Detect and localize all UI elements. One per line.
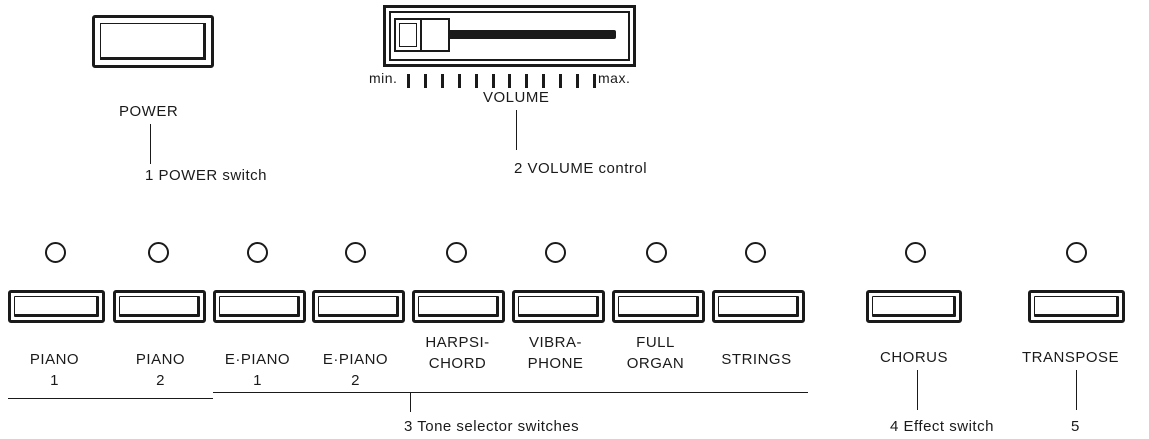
transpose-callout: 5 bbox=[1071, 418, 1080, 435]
tone-label-harpsichord: HARPSI-CHORD bbox=[425, 334, 490, 372]
volume-slider[interactable] bbox=[383, 5, 636, 67]
volume-scale-tick bbox=[407, 74, 410, 88]
led-epiano-1 bbox=[247, 242, 268, 263]
volume-callout: 2 VOLUME control bbox=[514, 160, 648, 177]
volume-max-label: max. bbox=[598, 70, 631, 86]
led-piano-1 bbox=[45, 242, 66, 263]
volume-scale-tick bbox=[593, 74, 596, 88]
transpose-button[interactable] bbox=[1028, 290, 1125, 323]
power-label: POWER bbox=[119, 103, 179, 120]
volume-slider-housing bbox=[389, 11, 630, 61]
tone-button-epiano-2[interactable] bbox=[312, 290, 405, 323]
volume-scale-tick bbox=[576, 74, 580, 88]
volume-scale-tick bbox=[491, 74, 495, 88]
tone-leader-line bbox=[410, 392, 411, 412]
chorus-label: CHORUS bbox=[880, 349, 949, 366]
tone-button-strings[interactable] bbox=[712, 290, 805, 323]
volume-slider-track bbox=[398, 30, 616, 39]
led-vibraphone bbox=[545, 242, 566, 263]
transpose-leader-line bbox=[1076, 370, 1077, 410]
tone-button-piano-2[interactable] bbox=[113, 290, 206, 323]
power-button[interactable] bbox=[92, 15, 214, 68]
led-full-organ bbox=[646, 242, 667, 263]
tone-callout: 3 Tone selector switches bbox=[404, 418, 580, 435]
volume-leader-line bbox=[516, 110, 517, 150]
effect-callout: 4 Effect switch bbox=[890, 418, 994, 435]
volume-scale-tick bbox=[423, 74, 427, 88]
tone-button-harpsichord[interactable] bbox=[412, 290, 505, 323]
led-chorus bbox=[905, 242, 926, 263]
led-transpose bbox=[1066, 242, 1087, 263]
tone-button-vibraphone[interactable] bbox=[512, 290, 605, 323]
volume-scale-tick bbox=[508, 74, 512, 88]
led-piano-2 bbox=[148, 242, 169, 263]
tone-bracket-line-left bbox=[8, 398, 213, 399]
volume-scale-tick bbox=[474, 74, 478, 88]
tone-button-epiano-1[interactable] bbox=[213, 290, 306, 323]
volume-scale-tick bbox=[525, 74, 529, 88]
led-strings bbox=[745, 242, 766, 263]
volume-min-label: min. bbox=[369, 70, 398, 86]
volume-scale-tick bbox=[457, 74, 461, 88]
tone-label-strings: STRINGS bbox=[721, 351, 792, 368]
volume-slider-knob[interactable] bbox=[394, 18, 450, 52]
power-button-inner bbox=[100, 23, 206, 60]
tone-button-piano-1[interactable] bbox=[8, 290, 105, 323]
volume-scale-tick bbox=[440, 74, 444, 88]
led-epiano-2 bbox=[345, 242, 366, 263]
power-leader-line bbox=[150, 124, 151, 164]
led-harpsichord bbox=[446, 242, 467, 263]
chorus-button[interactable] bbox=[866, 290, 962, 323]
power-callout: 1 POWER switch bbox=[145, 167, 268, 184]
volume-label: VOLUME bbox=[483, 89, 550, 106]
tone-button-full-organ[interactable] bbox=[612, 290, 705, 323]
tone-bracket-line-right bbox=[213, 392, 808, 393]
chorus-leader-line bbox=[917, 370, 918, 410]
volume-scale-tick bbox=[542, 74, 546, 88]
tone-label-vibraphone: VIBRA-PHONE bbox=[527, 334, 584, 372]
volume-scale-tick bbox=[559, 74, 563, 88]
transpose-label: TRANSPOSE bbox=[1022, 349, 1120, 366]
